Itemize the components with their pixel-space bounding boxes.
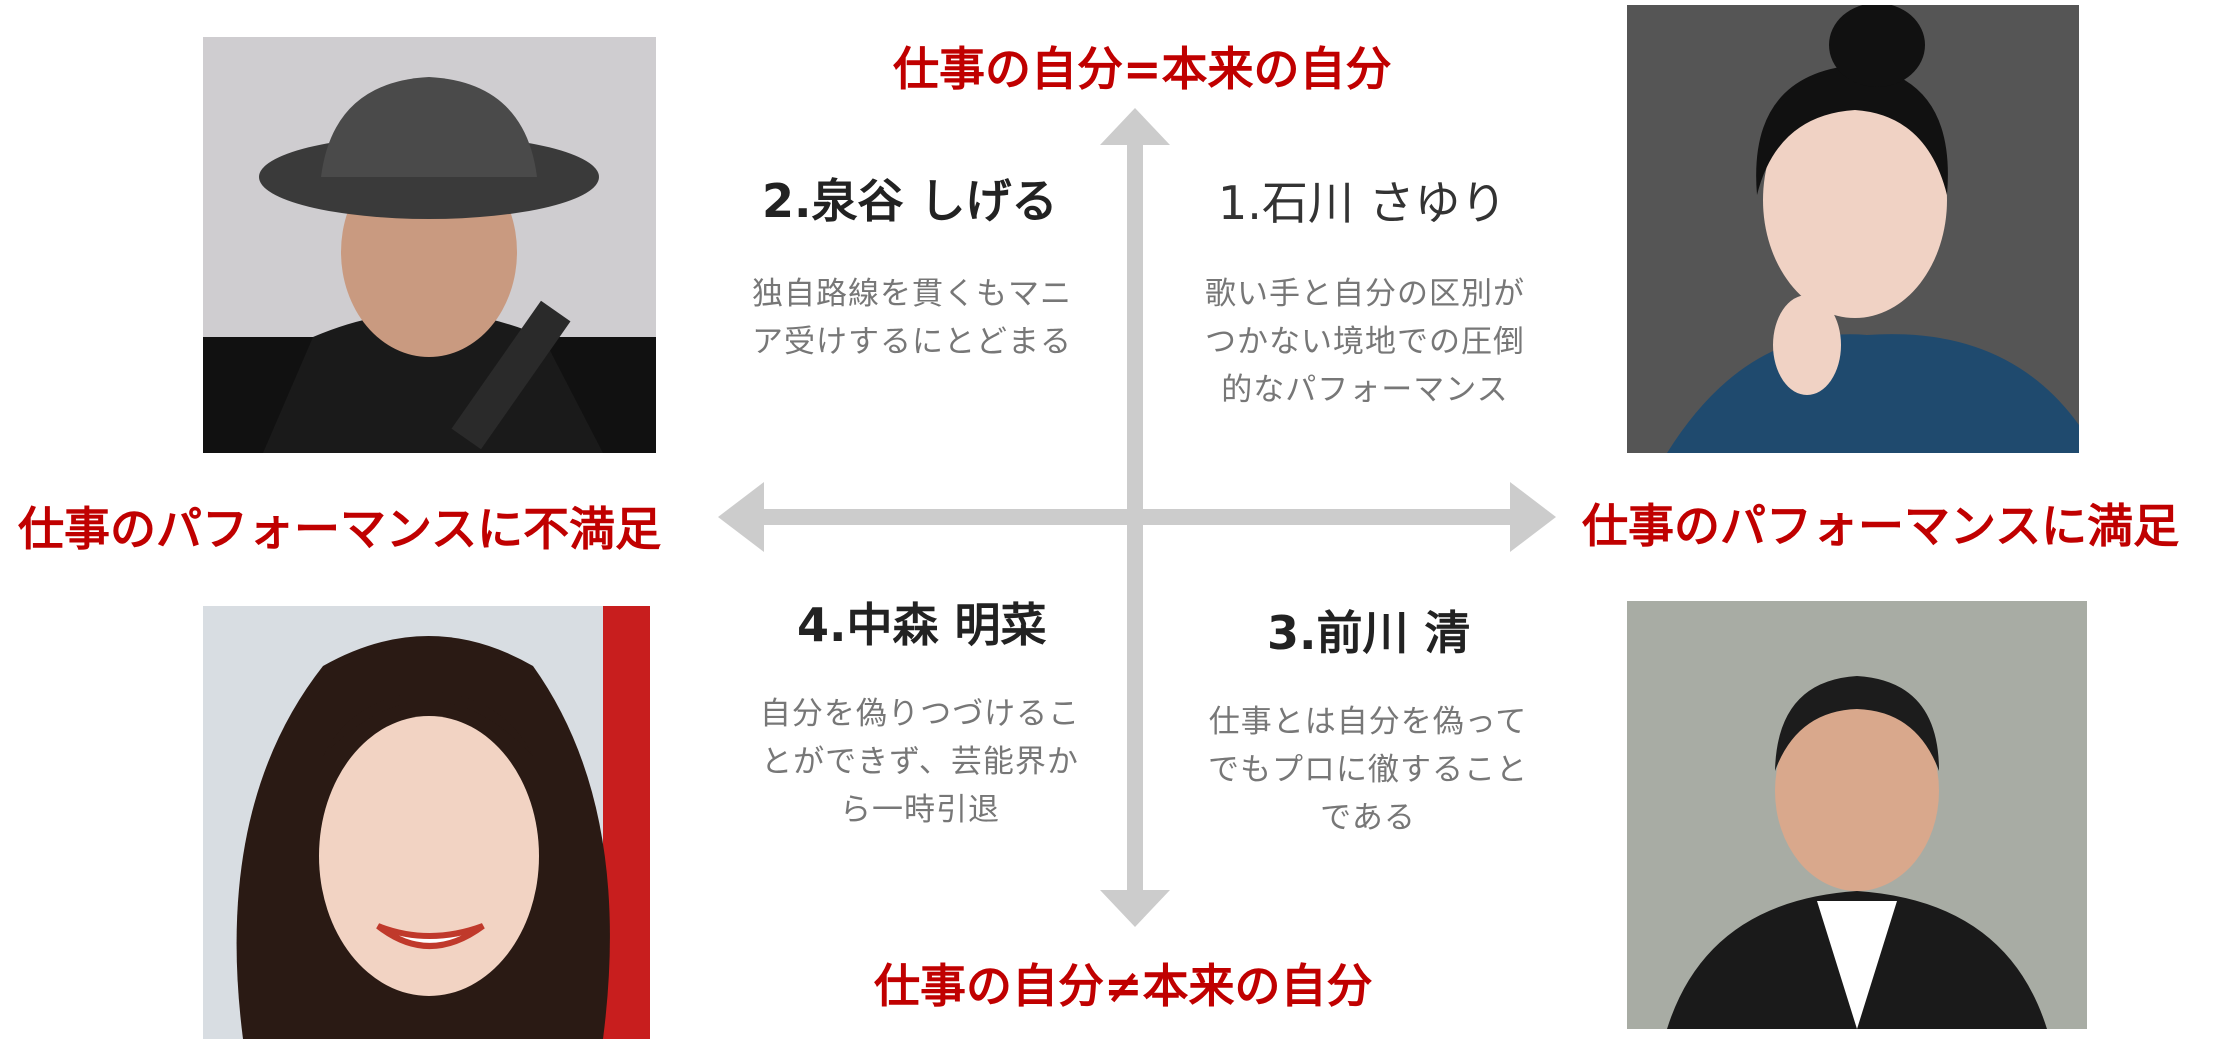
horizontal-axis bbox=[764, 509, 1510, 525]
quadrant-4-line-1: 自分を偽りつづけるこ bbox=[759, 696, 1081, 732]
quadrant-1-line-3: 的なパフォーマンス bbox=[1221, 372, 1509, 408]
photo-maekawa-kiyoshi bbox=[1627, 601, 2087, 1029]
quadrant-4-line-2: とができず、芸能界か bbox=[761, 744, 1079, 780]
quadrant-1-description: 歌い手と自分の区別が つかない境地での圧倒 的なパフォーマンス bbox=[1195, 270, 1535, 414]
quadrant-4-name: 4.中森 明菜 bbox=[797, 598, 1047, 652]
axis-label-top: 仕事の自分=本来の自分 bbox=[893, 42, 1392, 96]
quadrant-2-name: 2.泉谷 しげる bbox=[762, 174, 1058, 228]
quadrant-1-name: 1.石川 さゆり bbox=[1218, 176, 1507, 230]
quadrant-3-name: 3.前川 清 bbox=[1267, 606, 1471, 660]
quadrant-3-line-3: である bbox=[1320, 800, 1416, 836]
quadrant-3-line-1: 仕事とは自分を偽って bbox=[1208, 704, 1528, 740]
left-arrowhead bbox=[718, 482, 764, 552]
quadrant-2-description: 独自路線を貫くもマニ ア受けするにとどまる bbox=[742, 270, 1082, 366]
axis-label-right: 仕事のパフォーマンスに満足 bbox=[1582, 499, 2180, 553]
right-arrowhead bbox=[1510, 482, 1556, 552]
quadrant-2-line-2: ア受けするにとどまる bbox=[752, 324, 1072, 360]
quadrant-4-description: 自分を偽りつづけるこ とができず、芸能界か ら一時引退 bbox=[750, 690, 1090, 834]
axis-label-bottom: 仕事の自分≠本来の自分 bbox=[874, 959, 1373, 1013]
down-arrowhead bbox=[1100, 890, 1170, 927]
up-arrowhead bbox=[1100, 108, 1170, 145]
quadrant-4-line-3: ら一時引退 bbox=[840, 792, 1000, 828]
quadrant-3-description: 仕事とは自分を偽って でもプロに徹すること である bbox=[1198, 698, 1538, 842]
photo-nakamori-akina bbox=[203, 606, 650, 1039]
photo-izumiya-shigeru bbox=[203, 37, 656, 453]
quadrant-2-line-1: 独自路線を貫くもマニ bbox=[752, 276, 1072, 312]
photo-ishikawa-sayuri bbox=[1627, 5, 2079, 453]
quadrant-3-line-2: でもプロに徹すること bbox=[1208, 752, 1528, 788]
quadrant-1-line-1: 歌い手と自分の区別が bbox=[1205, 276, 1525, 312]
axis-label-left: 仕事のパフォーマンスに不満足 bbox=[18, 502, 662, 556]
quadrant-1-line-2: つかない境地での圧倒 bbox=[1205, 324, 1525, 360]
